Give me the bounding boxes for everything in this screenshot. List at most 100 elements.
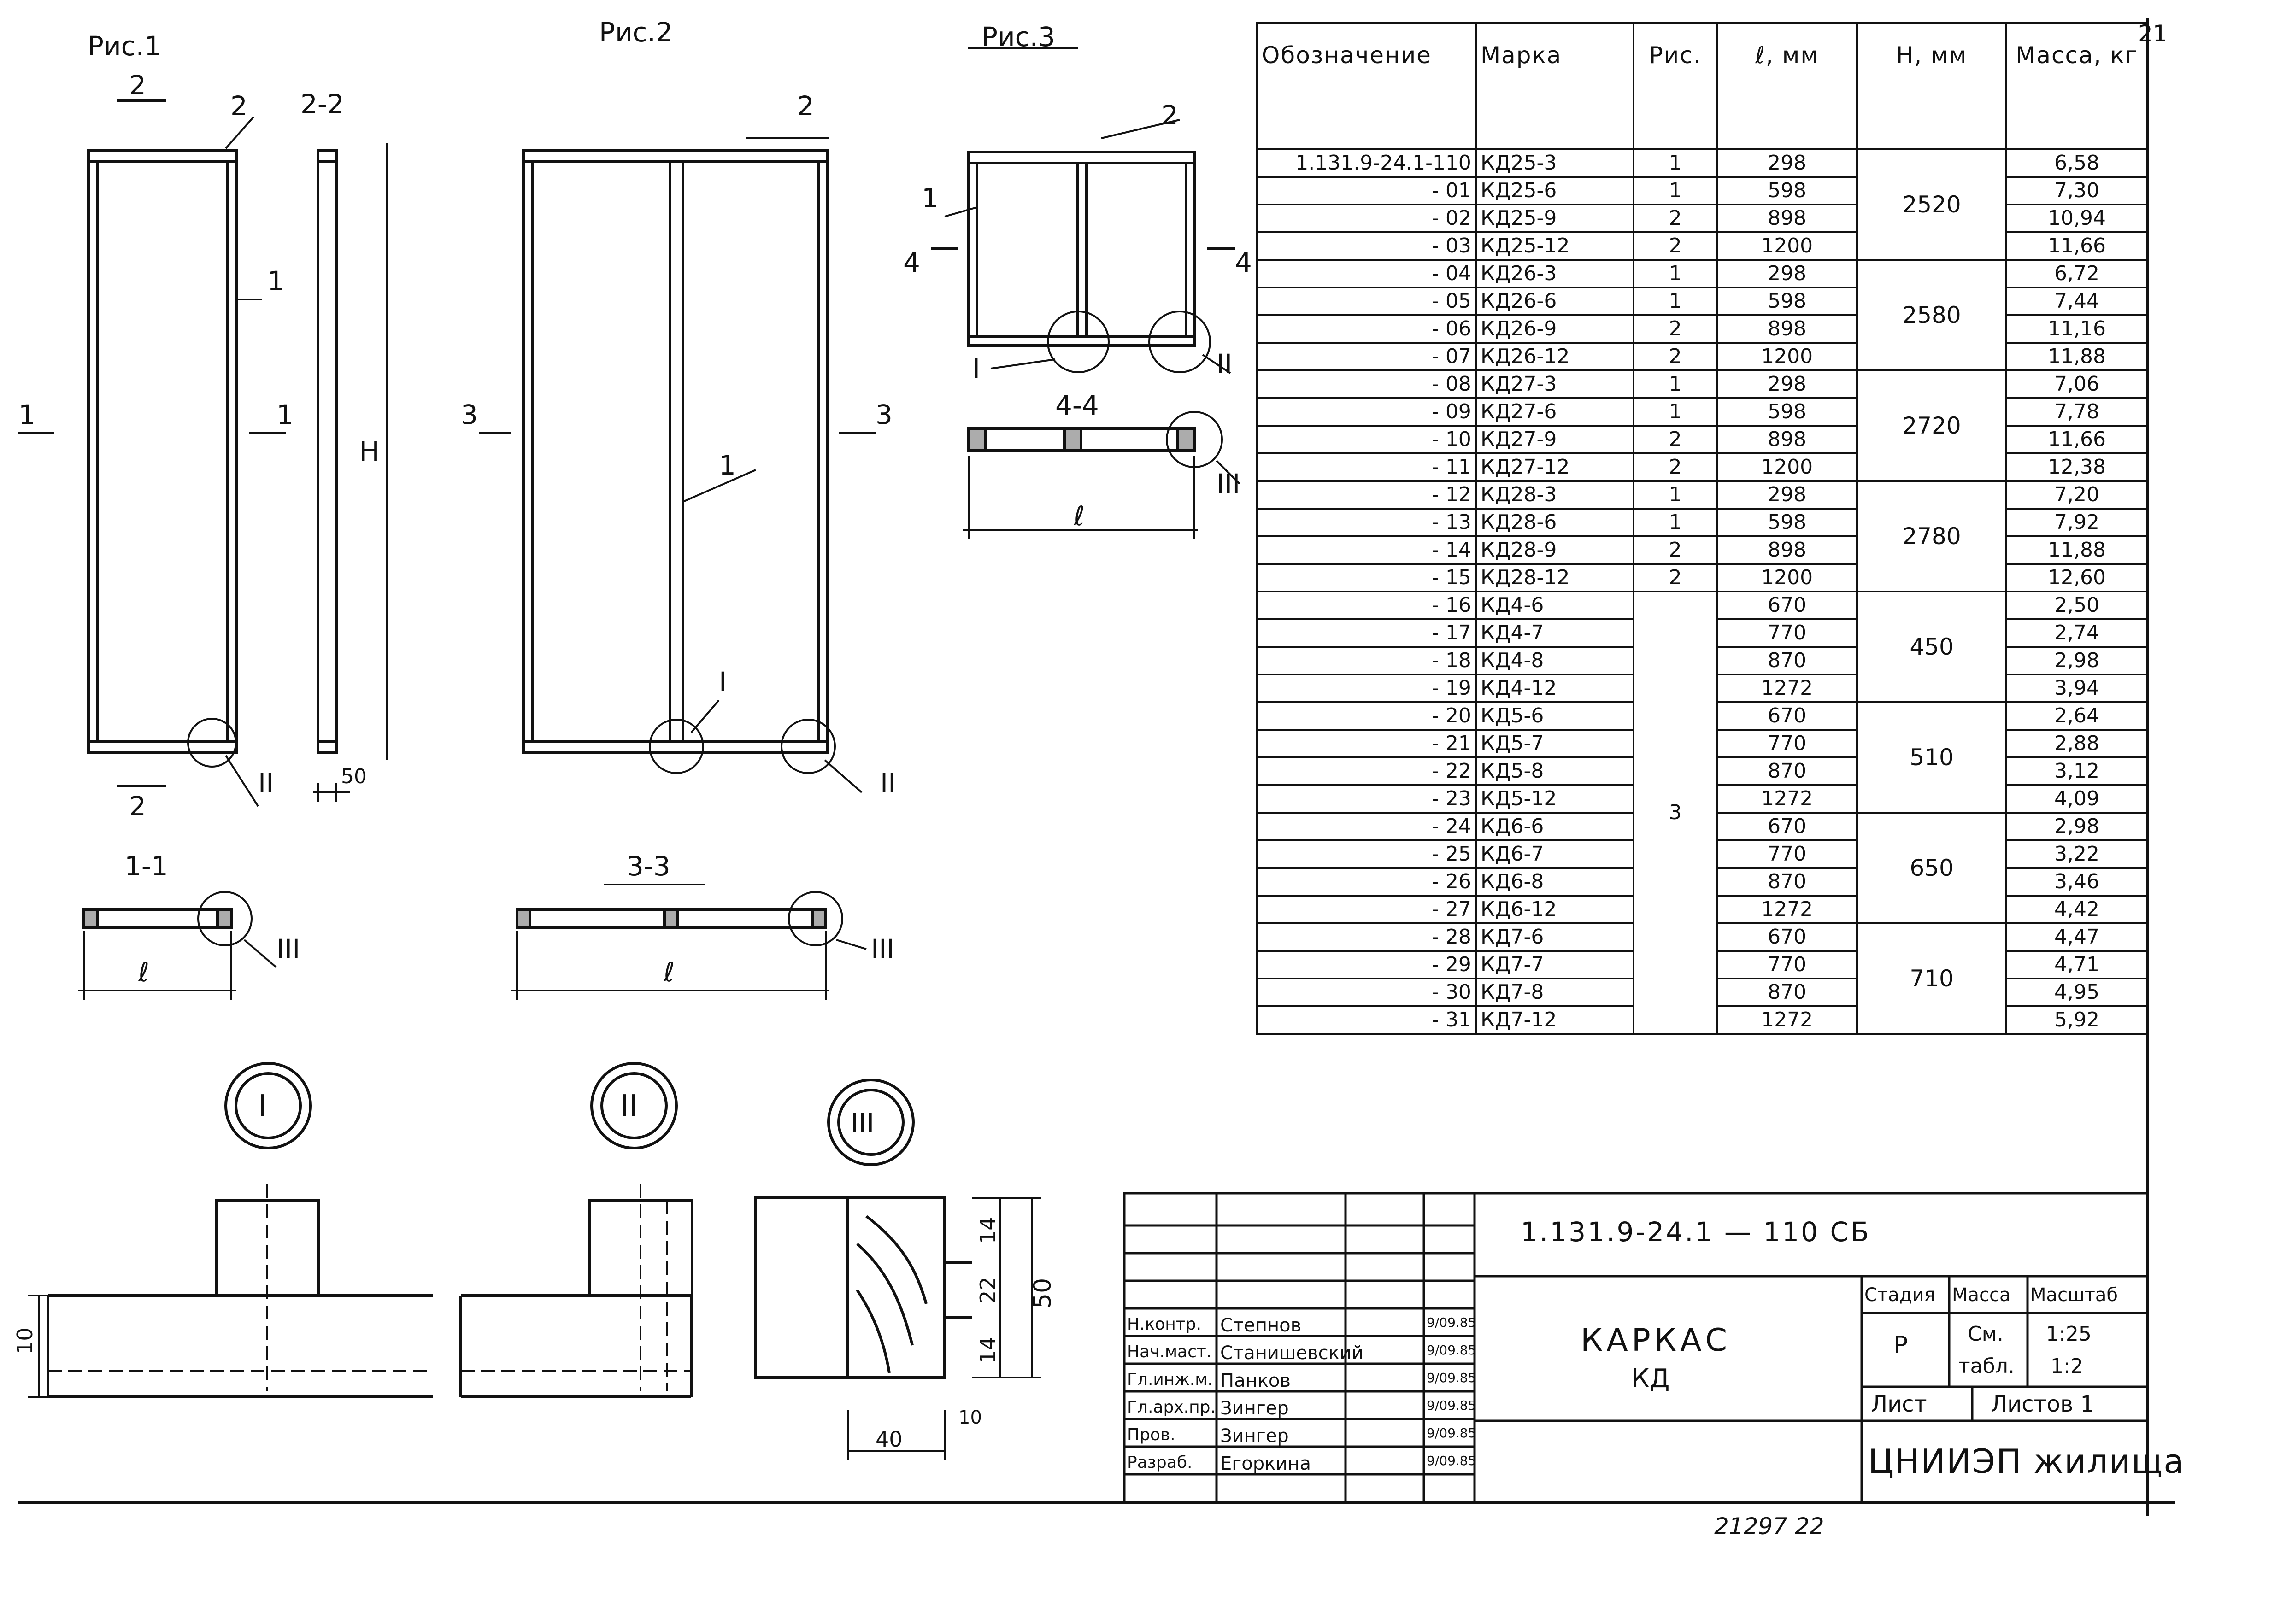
cell-mark: КД5-12 <box>1475 784 1635 814</box>
fig1-cut1-left: 1 <box>18 399 35 430</box>
section-44-label: 4-4 <box>1055 390 1099 421</box>
cell-mark: КД26-12 <box>1475 342 1635 371</box>
cell-fig: 2 <box>1633 231 1718 261</box>
cell-mark: КД25-3 <box>1475 148 1635 178</box>
cell-mass: 3,12 <box>2005 756 2148 786</box>
cell-code: - 13 <box>1256 508 1477 537</box>
dim-14a-label: 14 <box>976 1217 1000 1244</box>
cell-length: 770 <box>1716 839 1858 869</box>
header-mark: Марка <box>1475 22 1635 150</box>
cell-height: 450 <box>1856 591 2008 703</box>
cell-mark: КД6-6 <box>1475 812 1635 841</box>
cell-code: - 26 <box>1256 867 1477 897</box>
fig3-pos1-label: 1 <box>922 182 939 214</box>
cell-code: - 01 <box>1256 176 1477 205</box>
fig1-node2-label: II <box>258 768 274 799</box>
cell-mark: КД7-6 <box>1475 922 1635 952</box>
header-mass: Масса, кг <box>2005 22 2148 150</box>
stage-label: Стадия <box>1864 1284 1935 1306</box>
cell-code: - 25 <box>1256 839 1477 869</box>
bottom-note: 21297 22 <box>1714 1513 1824 1540</box>
cell-length: 898 <box>1716 535 1858 565</box>
fig2-cut3-left: 3 <box>461 399 478 430</box>
cell-length: 598 <box>1716 397 1858 427</box>
cell-length: 898 <box>1716 314 1858 344</box>
fig2-dim-l: ℓ <box>663 956 675 988</box>
cell-height: 2780 <box>1856 480 2008 592</box>
cell-mass: 7,44 <box>2005 287 2148 316</box>
fig2-node1-label: I <box>719 666 727 698</box>
scale-label: Масштаб <box>2030 1284 2118 1306</box>
cell-mark: КД27-6 <box>1475 397 1635 427</box>
cell-fig: 1 <box>1633 369 1718 399</box>
section-22-label: 2-2 <box>300 88 344 120</box>
cell-mark: КД5-8 <box>1475 756 1635 786</box>
cell-mark: КД27-12 <box>1475 452 1635 482</box>
cell-length: 598 <box>1716 508 1858 537</box>
staff-name: Степнов <box>1220 1315 1302 1336</box>
cell-length: 1200 <box>1716 563 1858 592</box>
node2-marker-label: II <box>620 1089 638 1123</box>
cell-length: 1200 <box>1716 231 1858 261</box>
cell-mass: 2,74 <box>2005 618 2148 648</box>
cell-mass: 5,92 <box>2005 1005 2148 1035</box>
cell-length: 870 <box>1716 646 1858 675</box>
staff-date: 9/09.85 <box>1427 1425 1476 1441</box>
fig3-node3-label: III <box>1217 468 1240 499</box>
staff-name: Зингер <box>1220 1398 1289 1419</box>
cell-mark: КД27-3 <box>1475 369 1635 399</box>
cell-fig: 1 <box>1633 508 1718 537</box>
fig1-cut2-top: 2 <box>129 70 146 101</box>
fig3-front-view <box>931 47 1235 374</box>
cell-code: - 19 <box>1256 674 1477 703</box>
cell-height: 2580 <box>1856 259 2008 371</box>
cell-fig: 2 <box>1633 314 1718 344</box>
fig2-pos1-label: 1 <box>719 450 736 481</box>
doc-code: 1.131.9-24.1 — 110 СБ <box>1521 1216 1871 1248</box>
sheets-label: Листов 1 <box>1991 1391 2095 1417</box>
cell-mark: КД5-6 <box>1475 701 1635 731</box>
cell-fig: 2 <box>1633 425 1718 454</box>
cell-code: - 10 <box>1256 425 1477 454</box>
staff-date: 9/09.85 <box>1427 1453 1476 1468</box>
cell-fig: 2 <box>1633 342 1718 371</box>
cell-length: 898 <box>1716 425 1858 454</box>
cell-mass: 6,72 <box>2005 259 2148 288</box>
fig3-node2-label: II <box>1217 348 1232 380</box>
cell-mass: 7,06 <box>2005 369 2148 399</box>
cell-mass: 3,46 <box>2005 867 2148 897</box>
cell-mark: КД4-7 <box>1475 618 1635 648</box>
cell-mass: 6,58 <box>2005 148 2148 178</box>
cell-code: - 28 <box>1256 922 1477 952</box>
cell-code: - 15 <box>1256 563 1477 592</box>
scale-value-1: 1:25 <box>2046 1322 2092 1346</box>
staff-name: Станишевский <box>1220 1343 1363 1364</box>
org-name: ЦНИИЭП жилища <box>1868 1442 2185 1481</box>
cell-mark: КД6-12 <box>1475 895 1635 924</box>
cell-code: - 18 <box>1256 646 1477 675</box>
cell-length: 298 <box>1716 369 1858 399</box>
cell-code: - 21 <box>1256 729 1477 758</box>
cell-length: 670 <box>1716 922 1858 952</box>
fig2-title: Рис.2 <box>599 17 673 48</box>
dim-40-label: 40 <box>876 1427 903 1452</box>
dim-22-label: 22 <box>976 1277 1000 1304</box>
cell-fig: 2 <box>1633 204 1718 233</box>
cell-fig: 2 <box>1633 535 1718 565</box>
cell-length: 670 <box>1716 591 1858 620</box>
cell-code: - 08 <box>1256 369 1477 399</box>
fig3-title: Рис.3 <box>981 21 1055 53</box>
cell-mark: КД4-12 <box>1475 674 1635 703</box>
